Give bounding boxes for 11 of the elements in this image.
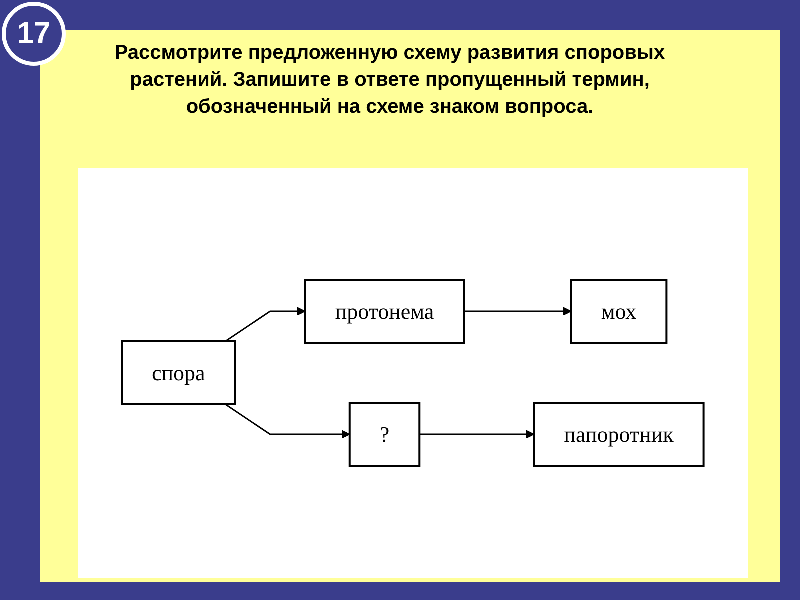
- node-box: ?: [348, 402, 421, 467]
- arrow: [420, 430, 535, 439]
- arrow: [464, 307, 572, 316]
- node-box: папоротник: [533, 402, 705, 467]
- arrow: [225, 404, 350, 439]
- node-box: протонема: [304, 279, 466, 344]
- title: Рассмотрите предложенную схему развития споровых растений. Запишите в ответе пропущенный термин, обозначенный на схеме знаком вопроса.: [114, 41, 666, 120]
- node-box: спора: [121, 340, 236, 406]
- number-badge: 17: [2, 2, 66, 66]
- node-box: мох: [570, 279, 668, 344]
- arrow: [225, 307, 306, 342]
